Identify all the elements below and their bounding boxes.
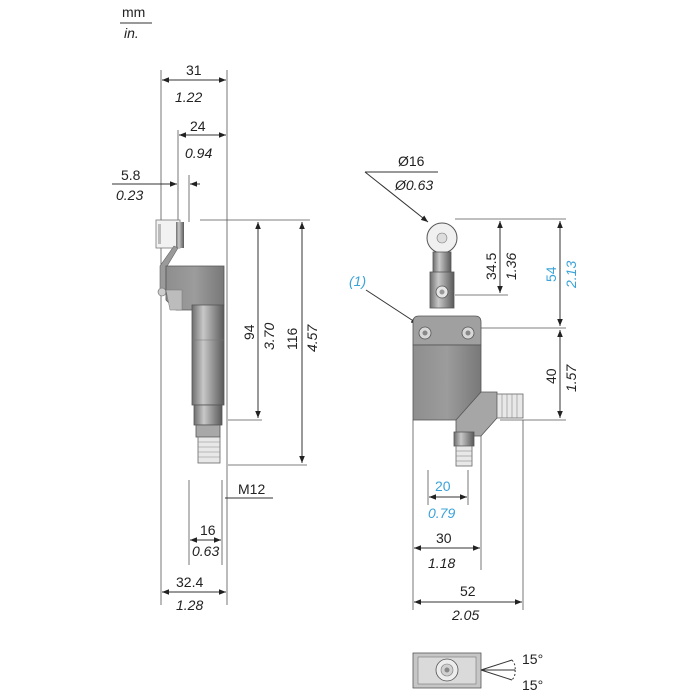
front-view: Ø16 Ø0.63 34.5 1.36 54 2.13 40 1.57 20 0… [349,153,579,623]
dim-height-total-mm: 116 [284,327,300,350]
dim-actuator-height-mm: 54 [543,266,559,282]
dim-body-width-mm: 30 [436,530,452,546]
dim-lever-thickness-in: 0.23 [116,187,143,203]
dim-lever-offset-mm: 24 [190,118,206,134]
side-view: 31 1.22 24 0.94 5.8 0.23 94 3.70 116 4.5… [112,62,320,613]
dim-height-total-in: 4.57 [304,324,320,352]
unit-mm: mm [122,4,145,20]
dim-width-overall-mm: 31 [186,62,202,78]
dim-base-width-in: 1.28 [176,597,203,613]
unit-in: in. [124,25,139,41]
dim-lever-thickness-mm: 5.8 [121,167,141,183]
dim-connector-label: M12 [238,481,265,497]
angle-lower-label: 15° [522,677,543,693]
dim-mount-spacing-in: 0.79 [428,505,455,521]
dim-body-height-mm: 40 [543,368,559,384]
dim-roller-diameter-in: Ø0.63 [394,177,433,193]
dim-width-overall-in: 1.22 [175,89,202,105]
angle-upper-label: 15° [522,651,543,667]
dim-total-width-in: 2.05 [451,607,479,623]
note-marker: (1) [349,273,366,289]
dim-roller-height-mm: 34.5 [483,253,499,280]
front-view-switch-body [412,222,524,467]
dim-base-width-mm: 32.4 [176,574,203,590]
dim-body-height-in: 1.57 [563,364,579,392]
top-view: 15° 15° [412,651,543,693]
dim-roller-height-in: 1.36 [503,253,519,280]
dim-lever-offset-in: 0.94 [185,145,212,161]
side-view-switch-body [155,219,225,464]
dim-roller-diameter-mm: Ø16 [398,153,425,169]
dim-actuator-height-in: 2.13 [563,261,579,289]
dim-total-width-mm: 52 [460,583,476,599]
dim-height-body-in: 3.70 [261,323,277,350]
dim-connector-width-mm: 16 [200,522,216,538]
dim-body-width-in: 1.18 [428,555,455,571]
dim-height-body-mm: 94 [241,324,257,340]
dim-connector-width-in: 0.63 [192,543,219,559]
dim-mount-spacing-mm: 20 [435,478,451,494]
